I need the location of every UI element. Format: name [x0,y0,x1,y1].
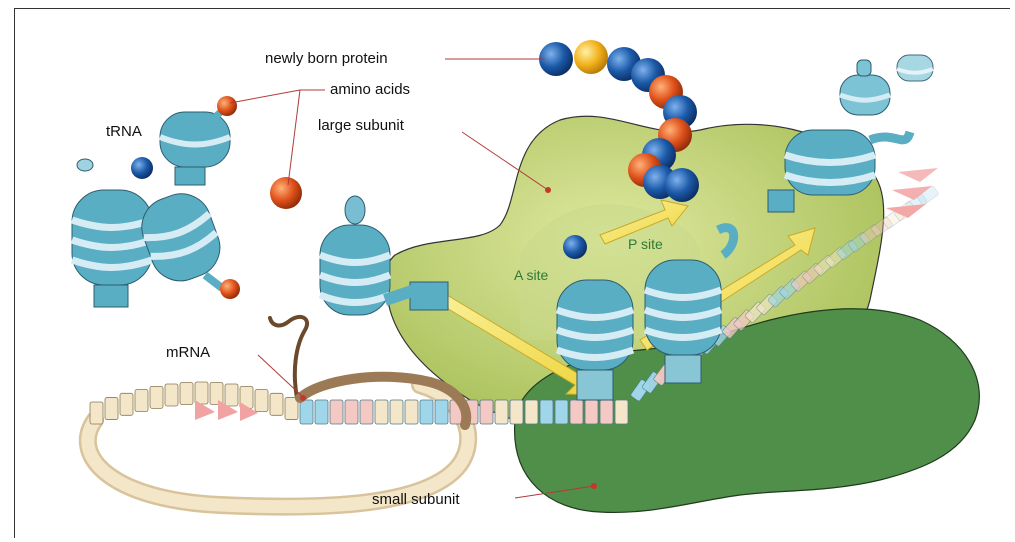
amino-acid-orange-incoming [270,177,302,209]
label-a-site: A site [514,268,548,282]
label-mrna: mRNA [166,345,210,360]
mrna-codon [135,390,148,412]
mrna-codon [585,400,598,424]
mrna-codon [105,398,118,420]
mrna-codon [315,400,328,424]
mrna-codon [540,400,553,424]
mrna-codon [90,402,103,424]
mrna-codon [210,383,223,405]
mrna-codon [345,400,358,424]
mrna-codon [300,400,313,424]
trna-released-1 [840,60,890,115]
mrna-codon [420,400,433,424]
mrna-codon [180,383,193,405]
amino-acid-orange-top [217,96,237,116]
mrna-codon [330,400,343,424]
mrna-codon [600,400,613,424]
mrna-codon [510,400,523,424]
mrna-codon [615,400,628,424]
mrna-codon [360,400,373,424]
mrna-codon [570,400,583,424]
trna-cluster [72,108,230,307]
mrna-codon [150,386,163,408]
label-large-subunit: large subunit [318,118,404,133]
label-p-site: P site [628,237,663,251]
mrna-codon [525,400,538,424]
label-small-subunit: small subunit [372,492,460,507]
mrna-codon [555,400,568,424]
mrna-tail [270,317,307,398]
mrna-codon [405,400,418,424]
mrna-codon [390,400,403,424]
label-trna: tRNA [106,124,142,139]
label-newly-born-protein: newly born protein [265,51,388,66]
mrna-codon [195,382,208,404]
protein-bead [665,168,699,202]
label-amino-acids: amino acids [330,82,410,97]
amino-acid-orange-bottom [220,279,240,299]
mrna-codon [120,393,133,415]
trna-released-2 [897,55,933,81]
mrna-codon [270,393,283,415]
amino-acid-blue [131,157,153,179]
amino-acid-a-site [563,235,587,259]
mrna-codon [495,400,508,424]
mrna-codon [480,400,493,424]
mrna-codon [435,400,448,424]
mrna-codon [165,384,178,406]
mrna-codon [375,400,388,424]
protein-bead [574,40,608,74]
mrna-codon [255,390,268,412]
mrna-codon [225,384,238,406]
